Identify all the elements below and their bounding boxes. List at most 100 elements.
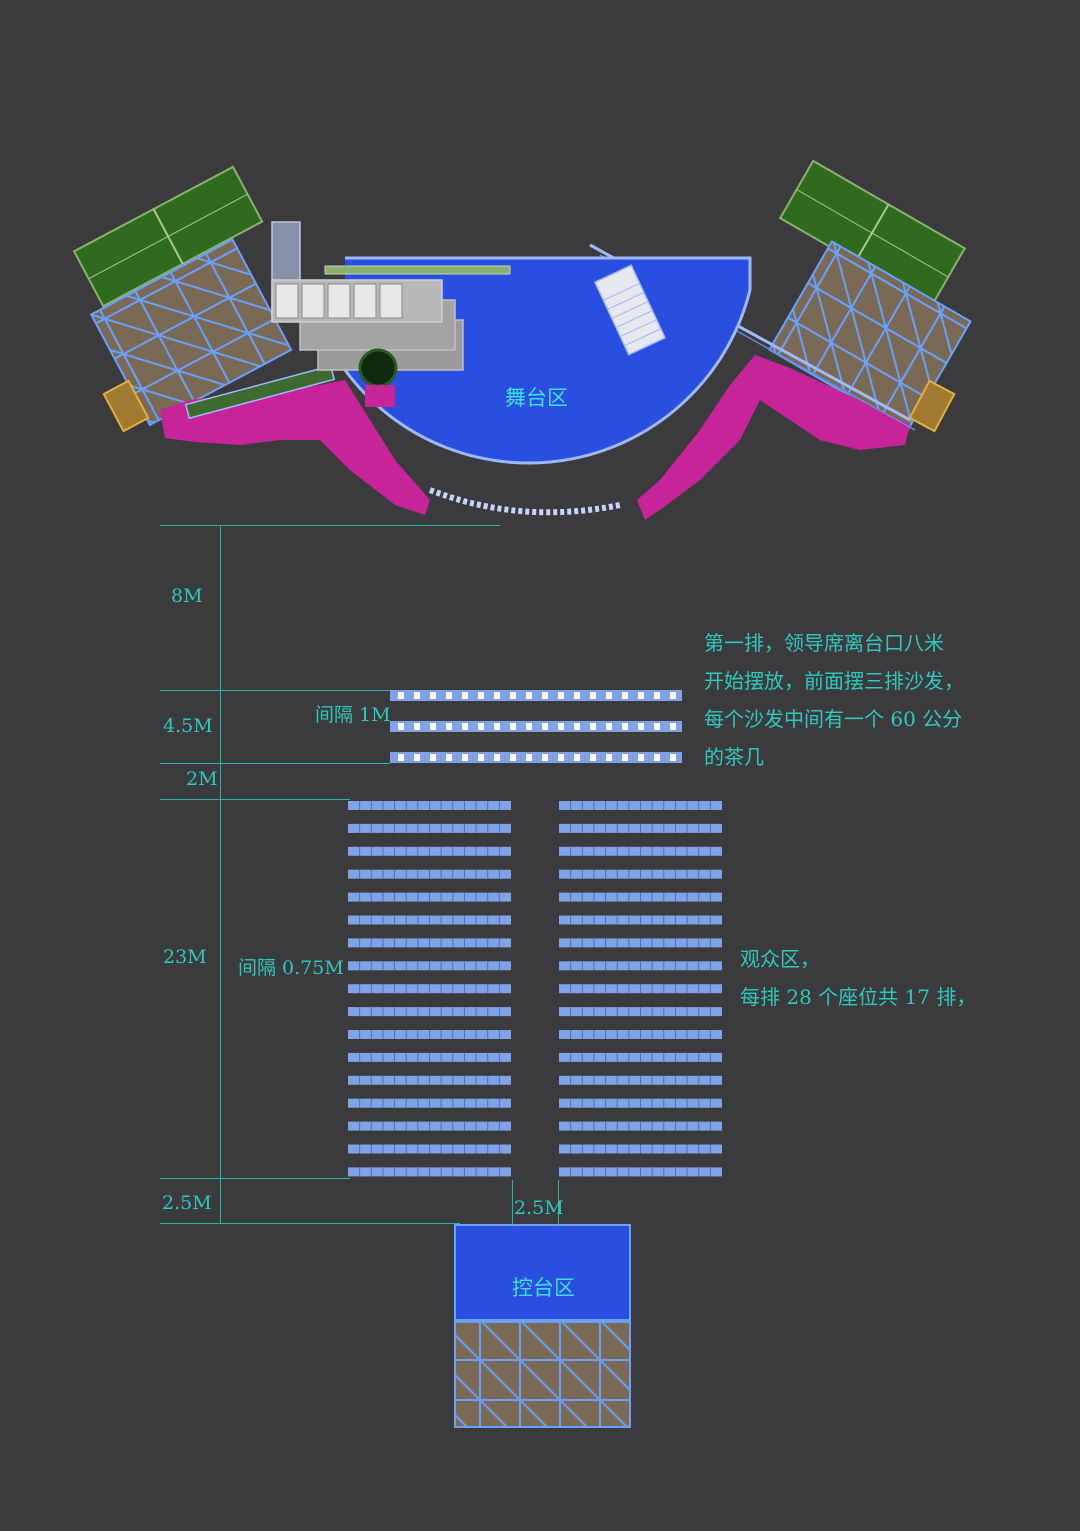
- audience-row-left: [348, 1167, 511, 1177]
- tea-table: [510, 754, 516, 761]
- tea-table: [494, 723, 500, 730]
- tea-table: [462, 692, 468, 699]
- tea-table: [430, 754, 436, 761]
- tea-table: [462, 754, 468, 761]
- tea-table: [414, 692, 420, 699]
- tea-table: [590, 692, 596, 699]
- dim-2-5m-aisle: 2.5M: [514, 1197, 564, 1219]
- audience-row-left: [348, 846, 511, 856]
- sofa-row: [390, 752, 682, 763]
- right-wing: [589, 159, 972, 520]
- control-area: [454, 1224, 631, 1428]
- audience-row-left: [348, 1098, 511, 1108]
- right-tower: [908, 379, 956, 433]
- tea-table: [494, 754, 500, 761]
- tea-table: [606, 692, 612, 699]
- dim-4-5m: 4.5M: [163, 715, 213, 737]
- audience-row-left: [348, 1144, 511, 1154]
- tea-table: [558, 723, 564, 730]
- tea-table: [526, 754, 532, 761]
- tea-table: [606, 754, 612, 761]
- tea-table: [622, 754, 628, 761]
- left-ramp: [184, 364, 336, 420]
- audience-seat-rows: [348, 801, 722, 1177]
- tea-table: [558, 692, 564, 699]
- tea-table: [494, 692, 500, 699]
- right-truss-screen: [768, 240, 972, 432]
- audience-row-right: [559, 1121, 722, 1131]
- tea-table: [574, 723, 580, 730]
- control-label: 控台区: [512, 1276, 575, 1300]
- audience-row-right: [559, 1167, 722, 1177]
- audience-row-left: [348, 1121, 511, 1131]
- audience-row-left: [348, 1075, 511, 1085]
- sofa-row: [390, 721, 682, 732]
- tea-table: [446, 754, 452, 761]
- tea-table: [542, 692, 548, 699]
- audience-row-right: [559, 892, 722, 902]
- audience-row-right: [559, 869, 722, 879]
- gap-0-75m-label: 间隔 0.75M: [238, 957, 344, 979]
- vip-note-line: 每个沙发中间有一个 60 公分: [704, 707, 963, 731]
- tea-table: [670, 692, 676, 699]
- audience-row-right: [559, 1098, 722, 1108]
- tea-table: [430, 723, 436, 730]
- tea-table: [414, 723, 420, 730]
- tea-table: [446, 692, 452, 699]
- tea-table: [638, 692, 644, 699]
- tea-table: [510, 692, 516, 699]
- dim-23m: 23M: [163, 946, 207, 968]
- control-truss: [454, 1321, 631, 1428]
- tea-table: [526, 692, 532, 699]
- audience-row-right: [559, 1075, 722, 1085]
- audience-note-line: 每排 28 个座位共 17 排，: [740, 985, 977, 1009]
- audience-row-left: [348, 915, 511, 925]
- tea-table: [574, 754, 580, 761]
- tea-table: [446, 723, 452, 730]
- audience-row-right: [559, 801, 722, 810]
- tea-table: [638, 723, 644, 730]
- audience-row-right: [559, 1030, 722, 1039]
- tea-table: [574, 692, 580, 699]
- tea-table: [542, 754, 548, 761]
- gap-1m-label: 间隔 1M: [315, 704, 391, 726]
- audience-row-left: [348, 938, 511, 948]
- tea-table: [478, 723, 484, 730]
- tea-table: [414, 754, 420, 761]
- vip-sofa-rows: [390, 690, 682, 763]
- left-tower: [102, 379, 150, 433]
- tea-table: [654, 692, 660, 699]
- tea-table: [622, 723, 628, 730]
- audience-note-line: 观众区，: [740, 947, 820, 971]
- audience-row-right: [559, 1007, 722, 1017]
- stage-plant: [358, 348, 398, 388]
- dim-8m: 8M: [171, 585, 203, 607]
- tea-table: [430, 692, 436, 699]
- left-truss-screen: [89, 238, 293, 427]
- audience-row-right: [559, 1144, 722, 1154]
- tea-table: [398, 754, 404, 761]
- audience-row-left: [348, 1007, 511, 1017]
- tea-table: [526, 723, 532, 730]
- vip-note: 第一排，领导席离台口八米 开始摆放，前面摆三排沙发， 每个沙发中间有一个 60 …: [704, 624, 964, 776]
- tea-table: [670, 723, 676, 730]
- left-magenta-area: [160, 380, 430, 515]
- left-wing: [72, 165, 430, 515]
- audience-row-right: [559, 938, 722, 948]
- audience-row-left: [348, 869, 511, 879]
- stage-label: 舞台区: [505, 386, 568, 410]
- tea-table: [398, 692, 404, 699]
- tea-table: [654, 754, 660, 761]
- audience-row-right: [559, 984, 722, 994]
- tea-table: [606, 723, 612, 730]
- dim-2-5m-left: 2.5M: [162, 1192, 212, 1214]
- audience-row-left: [348, 823, 511, 833]
- tea-table: [622, 692, 628, 699]
- tea-table: [478, 692, 484, 699]
- vip-note-line: 第一排，领导席离台口八米: [704, 631, 944, 655]
- tea-table: [542, 723, 548, 730]
- audience-row-right: [559, 823, 722, 833]
- audience-row-left: [348, 801, 511, 810]
- tea-table: [398, 723, 404, 730]
